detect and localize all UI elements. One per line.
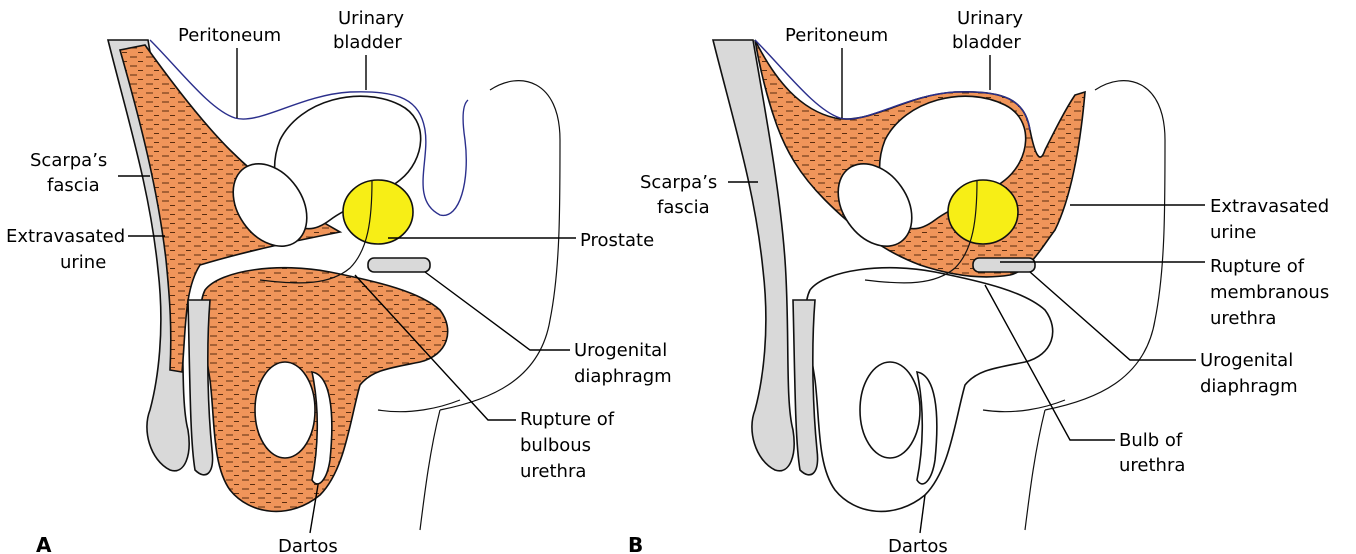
panel-a-label-urogenital-diaphragm-2: diaphragm — [574, 366, 672, 387]
panel-b-label-extravasated-urine-2: urine — [1210, 222, 1256, 243]
panel-a-label-rupture-3: urethra — [520, 461, 586, 482]
panel-a-urogenital-diaphragm — [368, 258, 430, 272]
panel-b — [713, 40, 1165, 530]
panel-a-label-dartos: Dartos — [278, 536, 338, 554]
panel-b-label-peritoneum: Peritoneum — [785, 25, 888, 46]
panel-b-label-extravasated-urine-1: Extravasated — [1210, 196, 1329, 217]
panel-b-leader-dartos — [920, 495, 925, 533]
panel-b-urogenital-diaphragm — [973, 258, 1035, 272]
panel-b-label-rupture-2: membranous — [1210, 282, 1329, 303]
panel-a-rectum — [440, 81, 560, 410]
panel-a-label-scarpas-fascia-2: fascia — [47, 175, 100, 196]
panel-b-label-dartos: Dartos — [888, 536, 948, 554]
panel-b-label-urinary-bladder-2: bladder — [952, 32, 1021, 53]
panel-a-letter: A — [36, 533, 52, 554]
panel-b-letter: B — [628, 533, 643, 554]
panel-b-label-bulb-2: urethra — [1119, 455, 1185, 476]
panel-b-prostate — [948, 180, 1018, 244]
panel-b-label-urogenital-diaphragm-2: diaphragm — [1200, 376, 1298, 397]
panel-a-label-peritoneum: Peritoneum — [178, 25, 281, 46]
panel-a-label-rupture-2: bulbous — [520, 435, 591, 456]
panel-a-label-prostate: Prostate — [580, 230, 654, 251]
panel-a-label-extravasated-urine-1: Extravasated — [6, 226, 125, 247]
panel-a-label-urinary-bladder-1: Urinary — [338, 8, 404, 29]
panel-b-label-bulb-1: Bulb of — [1119, 430, 1183, 451]
panel-a-penis — [188, 300, 213, 475]
panel-a-label-rupture-1: Rupture of — [520, 409, 615, 430]
panel-b-label-rupture-1: Rupture of — [1210, 256, 1305, 277]
panel-a-label-scarpas-fascia-1: Scarpa’s — [30, 150, 107, 171]
panel-b-label-scarpas-fascia-1: Scarpa’s — [640, 172, 717, 193]
panel-b-leader-urogenital-diaphragm — [1030, 272, 1196, 360]
panel-b-label-urogenital-diaphragm-1: Urogenital — [1200, 350, 1293, 371]
panel-a-testis — [255, 362, 315, 458]
panel-a-perineum-outline — [378, 400, 460, 530]
panel-b-perineum-outline — [983, 400, 1065, 530]
panel-b-testis — [860, 362, 920, 458]
panel-b-label-rupture-3: urethra — [1210, 308, 1276, 329]
panel-b-label-urinary-bladder-1: Urinary — [957, 8, 1023, 29]
panel-b-label-scarpas-fascia-2: fascia — [657, 197, 710, 218]
panel-a-label-extravasated-urine-2: urine — [60, 252, 106, 273]
panel-a-label-urinary-bladder-2: bladder — [333, 32, 402, 53]
panel-b-penis — [793, 300, 818, 475]
panel-a-label-urogenital-diaphragm-1: Urogenital — [574, 340, 667, 361]
panel-a — [108, 40, 560, 530]
panel-a-prostate — [343, 180, 413, 244]
